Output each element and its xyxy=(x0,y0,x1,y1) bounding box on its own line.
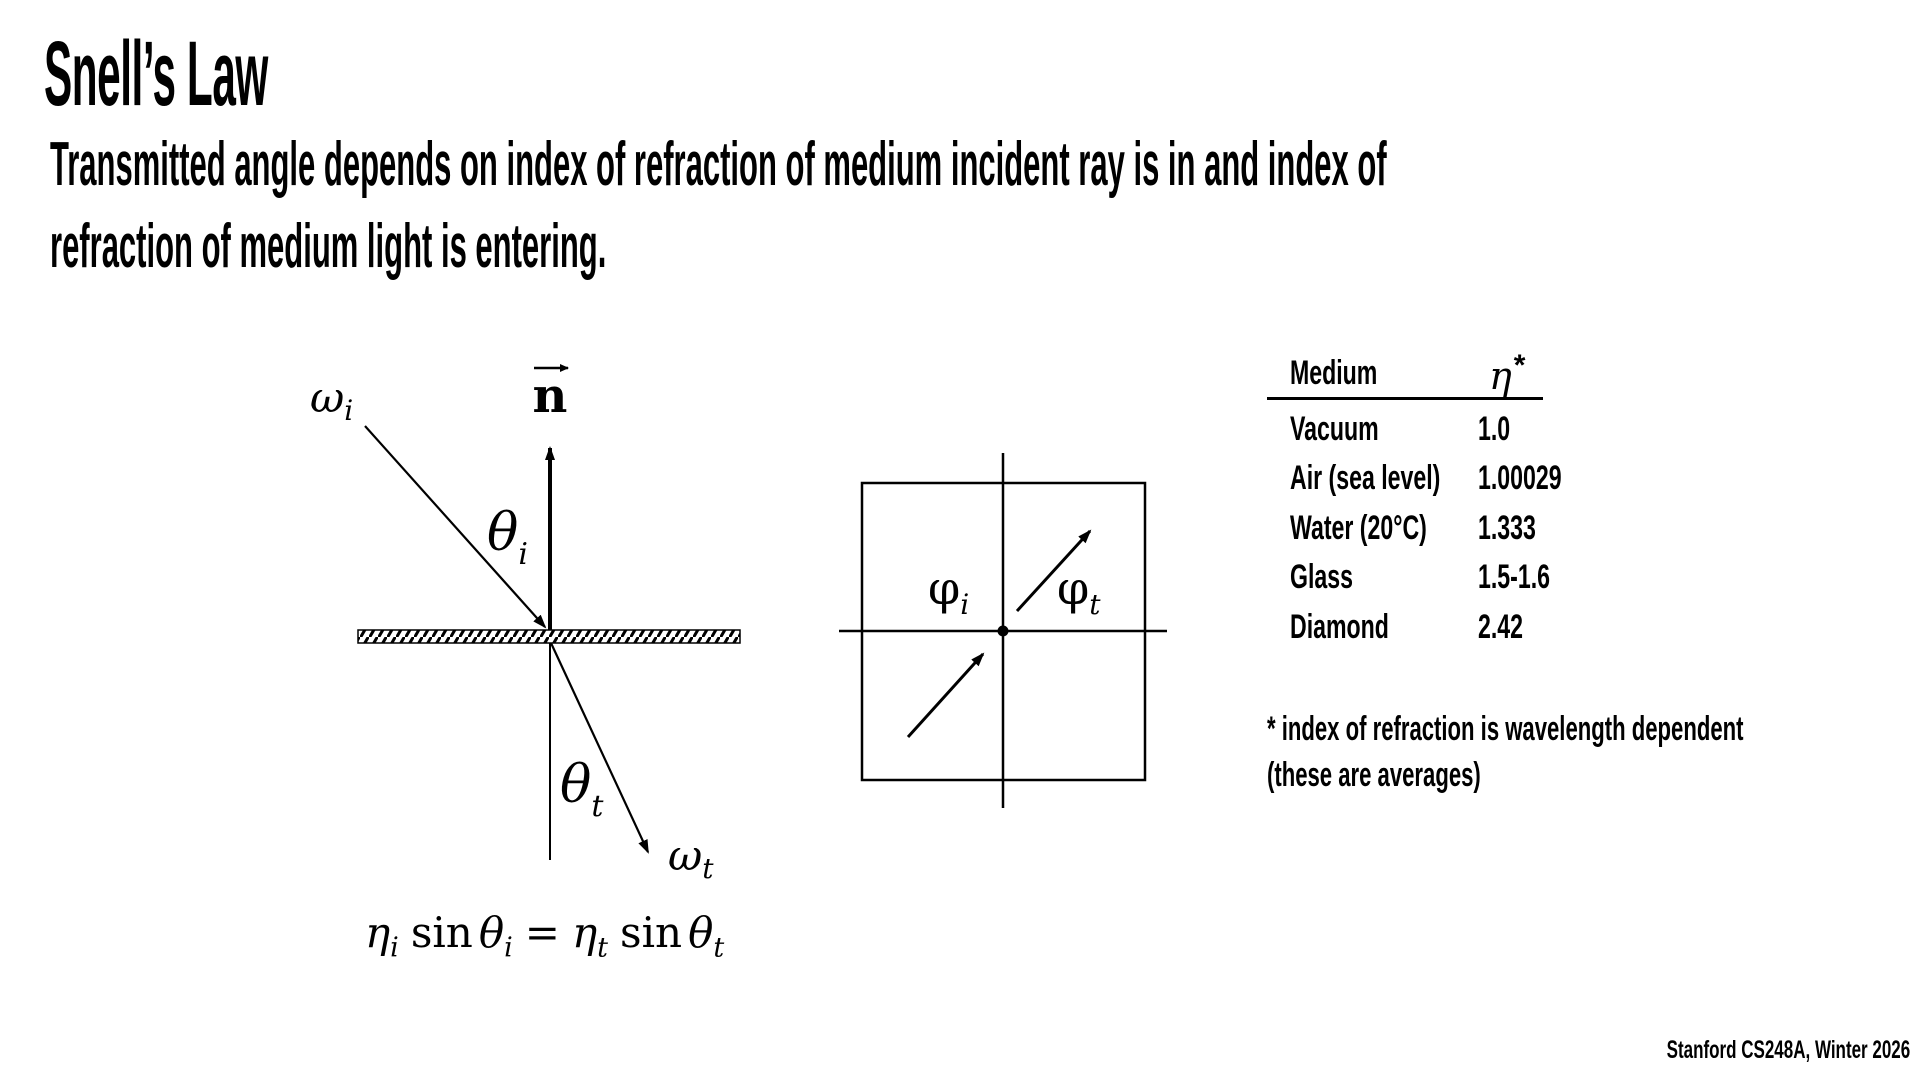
formula-theta-t: θ xyxy=(688,908,714,957)
medium-name: Vacuum xyxy=(1290,409,1379,448)
subtitle-line-1: Transmitted angle depends on index of re… xyxy=(50,130,1387,199)
table-row: Water (20°C) 1.333 xyxy=(1267,505,1667,555)
phi-t-label: φt xyxy=(1057,561,1101,621)
formula-equals: = xyxy=(524,908,560,957)
normal-label: n xyxy=(533,368,568,424)
page-title-text: Snell’s Law xyxy=(44,23,268,125)
medium-name: Glass xyxy=(1290,558,1353,597)
table-header-row: Medium η* xyxy=(1267,344,1543,400)
footer-credit: Stanford CS248A, Winter 2026 xyxy=(1552,1036,1910,1065)
eta-value: 1.0 xyxy=(1478,409,1511,448)
page-title: Snell’s Law xyxy=(44,22,531,127)
table-header-medium: Medium xyxy=(1290,354,1378,392)
medium-name: Diamond xyxy=(1290,607,1389,646)
eta-value: 2.42 xyxy=(1478,607,1524,646)
subtitle: Transmitted angle depends on index of re… xyxy=(50,124,1920,288)
omega-t-label: ωt xyxy=(668,831,714,885)
theta-i-label: θi xyxy=(487,503,528,572)
table-row: Air (sea level) 1.00029 xyxy=(1267,456,1667,506)
table-footnote: * index of refraction is wavelength depe… xyxy=(1267,706,1920,798)
azimuth-incident-arrow xyxy=(906,652,985,739)
omega-i-label: ωi xyxy=(310,373,353,427)
eta-value: 1.333 xyxy=(1478,508,1536,547)
medium-name: Water (20°C) xyxy=(1290,508,1427,547)
formula-sin: sin xyxy=(410,908,473,957)
medium-name: Air (sea level) xyxy=(1290,459,1441,498)
theta-t-label: θt xyxy=(560,755,604,824)
phi-i-label: φi xyxy=(928,561,969,621)
subtitle-line-2: refraction of medium light is entering. xyxy=(50,212,607,281)
incident-ray xyxy=(364,425,547,629)
asterisk-icon: * xyxy=(1513,349,1526,382)
refraction-index-table: Medium η* Vacuum 1.0 Air (sea level) 1.0… xyxy=(1267,344,1667,654)
table-row: Diamond 2.42 xyxy=(1267,604,1667,654)
footnote-line-2: (these are averages) xyxy=(1267,756,1481,794)
eta-value: 1.5-1.6 xyxy=(1478,558,1550,597)
formula-eta-t: η xyxy=(572,908,598,957)
formula-theta-i: θ xyxy=(478,908,505,957)
table-row: Glass 1.5-1.6 xyxy=(1267,555,1667,605)
formula-sin-2: sin xyxy=(620,908,683,957)
footnote-line-1: * index of refraction is wavelength depe… xyxy=(1267,710,1744,748)
surface-bar xyxy=(357,629,741,644)
table-body: Vacuum 1.0 Air (sea level) 1.00029 Water… xyxy=(1267,406,1667,654)
footer-credit-text: Stanford CS248A, Winter 2026 xyxy=(1666,1036,1910,1064)
table-header-eta: η* xyxy=(1489,349,1526,398)
eta-value: 1.00029 xyxy=(1478,459,1562,498)
formula-eta-i: η xyxy=(365,908,391,957)
azimuth-center-dot xyxy=(997,625,1009,637)
azimuth-transmitted-arrow xyxy=(1015,529,1092,613)
incidence-diagram: ωi n θi θt ωt xyxy=(310,364,741,885)
azimuth-diagram: φi φt xyxy=(839,453,1167,808)
transmitted-ray xyxy=(550,642,649,854)
table-row: Vacuum 1.0 xyxy=(1267,406,1667,456)
